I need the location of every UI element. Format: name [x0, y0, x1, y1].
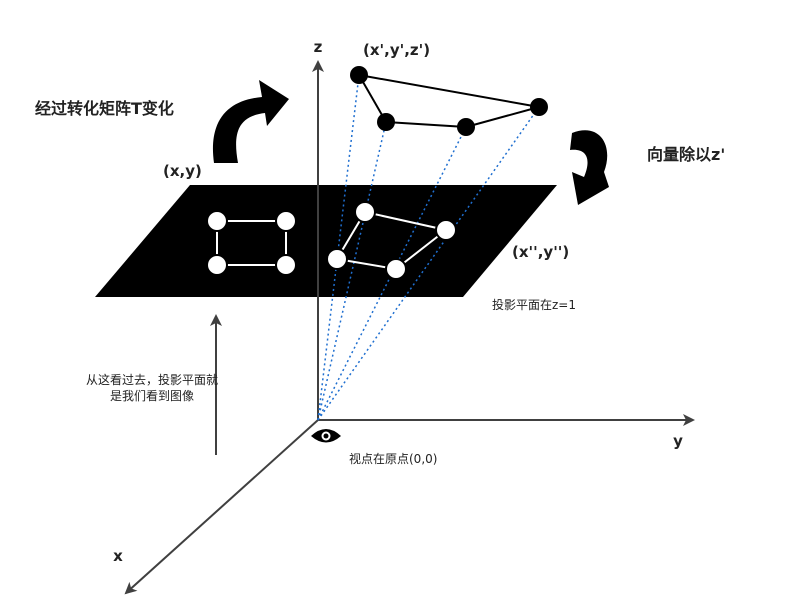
- node-2d-3: [206, 254, 228, 276]
- projection-plane: [95, 185, 557, 297]
- view-note-line1: 从这看过去，投影平面就: [86, 372, 218, 387]
- node-3d-1: [350, 66, 368, 84]
- z-axis-label: z: [314, 38, 323, 56]
- origin-note: 视点在原点(0,0): [349, 451, 437, 466]
- node-2d-1: [206, 210, 228, 232]
- node-2d-4: [275, 254, 297, 276]
- node-3d-4: [530, 98, 548, 116]
- transform-curved-arrow-icon: [212, 80, 289, 163]
- node-3d-3: [457, 118, 475, 136]
- y-axis-label: y: [673, 432, 683, 450]
- node-3d-2: [377, 113, 395, 131]
- transform-label: 经过转化矩阵T变化: [35, 99, 174, 118]
- transformed-shape-edges: [358, 74, 540, 128]
- xy-label: (x,y): [163, 162, 202, 180]
- x-axis-label: x: [113, 547, 123, 565]
- x-axis: [124, 419, 319, 595]
- xyz-prime-label: (x',y',z'): [363, 41, 430, 59]
- node-proj-2: [435, 219, 457, 241]
- divide-label: 向量除以z': [647, 145, 725, 164]
- view-note-line2: 是我们看到图像: [110, 388, 194, 403]
- node-proj-3: [326, 248, 348, 270]
- original-shape-nodes: [206, 210, 297, 276]
- node-2d-2: [275, 210, 297, 232]
- transformed-shape-nodes: [350, 66, 548, 136]
- node-proj-1: [354, 201, 376, 223]
- divide-curved-arrow-icon: [570, 130, 609, 205]
- eye-icon: [311, 429, 341, 443]
- ray-4: [317, 106, 540, 421]
- plane-note: 投影平面在z=1: [492, 297, 576, 312]
- ray-2: [317, 121, 387, 421]
- xy-double-prime-label: (x'',y''): [512, 243, 569, 261]
- projection-rays: [317, 74, 540, 421]
- projected-shape-nodes: [326, 201, 457, 280]
- node-proj-4: [385, 258, 407, 280]
